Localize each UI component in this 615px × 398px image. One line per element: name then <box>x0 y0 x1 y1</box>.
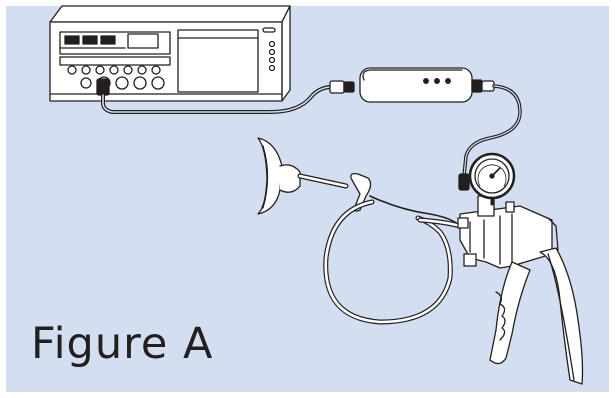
figure-caption: Figure A <box>31 319 214 369</box>
pressure-gauge-icon <box>468 152 516 206</box>
fetal-monitor-icon <box>49 5 291 102</box>
hand-pump-icon <box>457 195 584 385</box>
tubing-icon <box>96 78 355 114</box>
vacuum-cup-icon <box>257 137 463 325</box>
adapter-box-icon <box>359 67 522 191</box>
